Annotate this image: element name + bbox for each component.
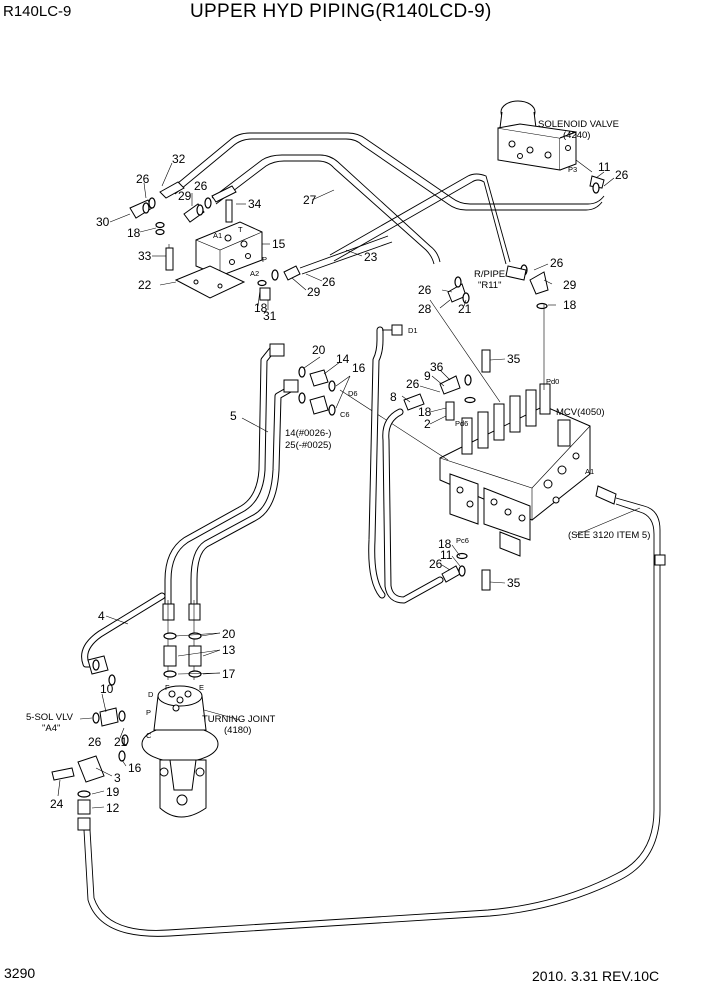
sol-vlv-label: 5-SOL VLV: [26, 712, 74, 723]
part-label: 2: [424, 417, 431, 431]
port-f: F: [165, 683, 170, 692]
port-c6: C6: [340, 410, 350, 419]
turning-joint-label: TURNING JOINT: [202, 714, 276, 725]
part-label: 26: [429, 557, 443, 571]
part-label: 21: [114, 735, 128, 749]
port-e: E: [199, 683, 204, 692]
sol-vlv-ref: "A4": [42, 723, 60, 734]
part-label: 30: [96, 215, 110, 229]
part-label: 20: [312, 343, 326, 357]
port-labels: T A1 P A2 P3 D1 D6 C6 Pd0 Pd6 Pc6 A1 D F…: [146, 165, 594, 740]
rpipe-ref: "R11": [478, 280, 501, 291]
part-label: 19: [106, 785, 120, 799]
solenoid-valve: [497, 100, 593, 173]
part-label: 34: [248, 197, 262, 211]
part-label: 18: [563, 298, 577, 312]
port-a1-top: A1: [213, 231, 222, 240]
port-t: T: [238, 225, 243, 234]
part-label: 16: [128, 761, 142, 775]
part-label: 5: [230, 409, 237, 423]
upper-left-fittings: [129, 181, 301, 301]
port-p3: P3: [568, 165, 577, 174]
port-d6: D6: [348, 389, 358, 398]
port-a2: A2: [250, 269, 259, 278]
part-label: 26: [406, 377, 420, 391]
see-reference: (SEE 3120 ITEM 5): [568, 530, 650, 541]
part-label: 23: [364, 250, 378, 264]
port-pc6: Pc6: [456, 536, 469, 545]
part-label: 26: [88, 735, 102, 749]
part-label: 12: [106, 801, 120, 815]
part-label: 29: [307, 285, 321, 299]
turning-joint: [51, 632, 219, 831]
part-label: 14: [336, 352, 350, 366]
part-label: 28: [418, 302, 432, 316]
port-pd6: Pd6: [455, 419, 468, 428]
part-label: 18: [254, 301, 268, 315]
right-upper-fittings: [447, 175, 605, 310]
part-label: 20: [222, 627, 236, 641]
part-label: 35: [507, 352, 521, 366]
port-a1-mcv: A1: [585, 467, 594, 476]
part-label: 26: [136, 172, 150, 186]
part-label: 18: [418, 405, 432, 419]
model-code: R140LC-9: [3, 3, 72, 20]
part-label: 21: [458, 302, 472, 316]
revision-date: 2010. 3.31 REV.10C: [532, 968, 660, 984]
part-numbers: 32 26 29 26 30 34 18 27 15 33 23 22 29 2…: [50, 152, 629, 815]
part-label: 33: [138, 249, 152, 263]
page-number: 3290: [4, 965, 36, 981]
part-label: 11: [440, 548, 453, 562]
solenoid-valve-ref: (4240): [563, 130, 590, 141]
part-label: 26: [550, 256, 564, 270]
main-control-valve: [339, 299, 617, 591]
part-label: 24: [50, 797, 64, 811]
part-label: 27: [303, 193, 317, 207]
port-d1: D1: [408, 326, 418, 335]
turning-joint-ref: (4180): [224, 725, 251, 736]
upper-pipe-loops: [171, 132, 605, 275]
part-label: 17: [222, 667, 236, 681]
port-pp: P: [146, 708, 151, 717]
mcv-label: MCV(4050): [556, 407, 605, 418]
part-label: 13: [222, 643, 236, 657]
part-label: 26: [322, 275, 336, 289]
part-label: 10: [100, 682, 114, 696]
part-label: 32: [172, 152, 186, 166]
solenoid-valve-label: SOLENOID VALVE: [538, 119, 619, 130]
part-label: 22: [138, 278, 152, 292]
port-c: C: [146, 731, 152, 740]
part-label: 26: [418, 283, 432, 297]
part-label: 18: [438, 537, 452, 551]
serial-range-a: 14(#0026-): [285, 428, 331, 439]
part-label: 31: [263, 309, 277, 323]
part-label: 29: [178, 189, 192, 203]
port-p: P: [262, 255, 267, 264]
leader-lines: [57, 162, 641, 809]
rpipe-label: R/PIPE: [474, 269, 505, 280]
part-label: 3: [114, 771, 121, 785]
part-label: 15: [272, 237, 286, 251]
valve-block-15: [165, 199, 263, 299]
component-notes: SOLENOID VALVE (4240) R/PIPE "R11" MCV(4…: [26, 119, 650, 736]
part-label: 11: [598, 160, 611, 174]
part-label: 8: [390, 390, 397, 404]
part-label: 16: [352, 361, 366, 375]
part-label: 36: [430, 360, 444, 374]
port-pd0: Pd0: [546, 377, 559, 386]
part-label: 26: [615, 168, 629, 182]
part-label: 35: [507, 576, 521, 590]
port-d: D: [148, 690, 154, 699]
part-label: 18: [127, 226, 141, 240]
part-label: 4: [98, 609, 105, 623]
page-title: UPPER HYD PIPING(R140LCD-9): [190, 1, 492, 22]
part-label: 9: [424, 369, 431, 383]
part-label: 29: [563, 278, 577, 292]
serial-range-b: 25(-#0025): [285, 440, 331, 451]
part-label: 26: [194, 179, 208, 193]
